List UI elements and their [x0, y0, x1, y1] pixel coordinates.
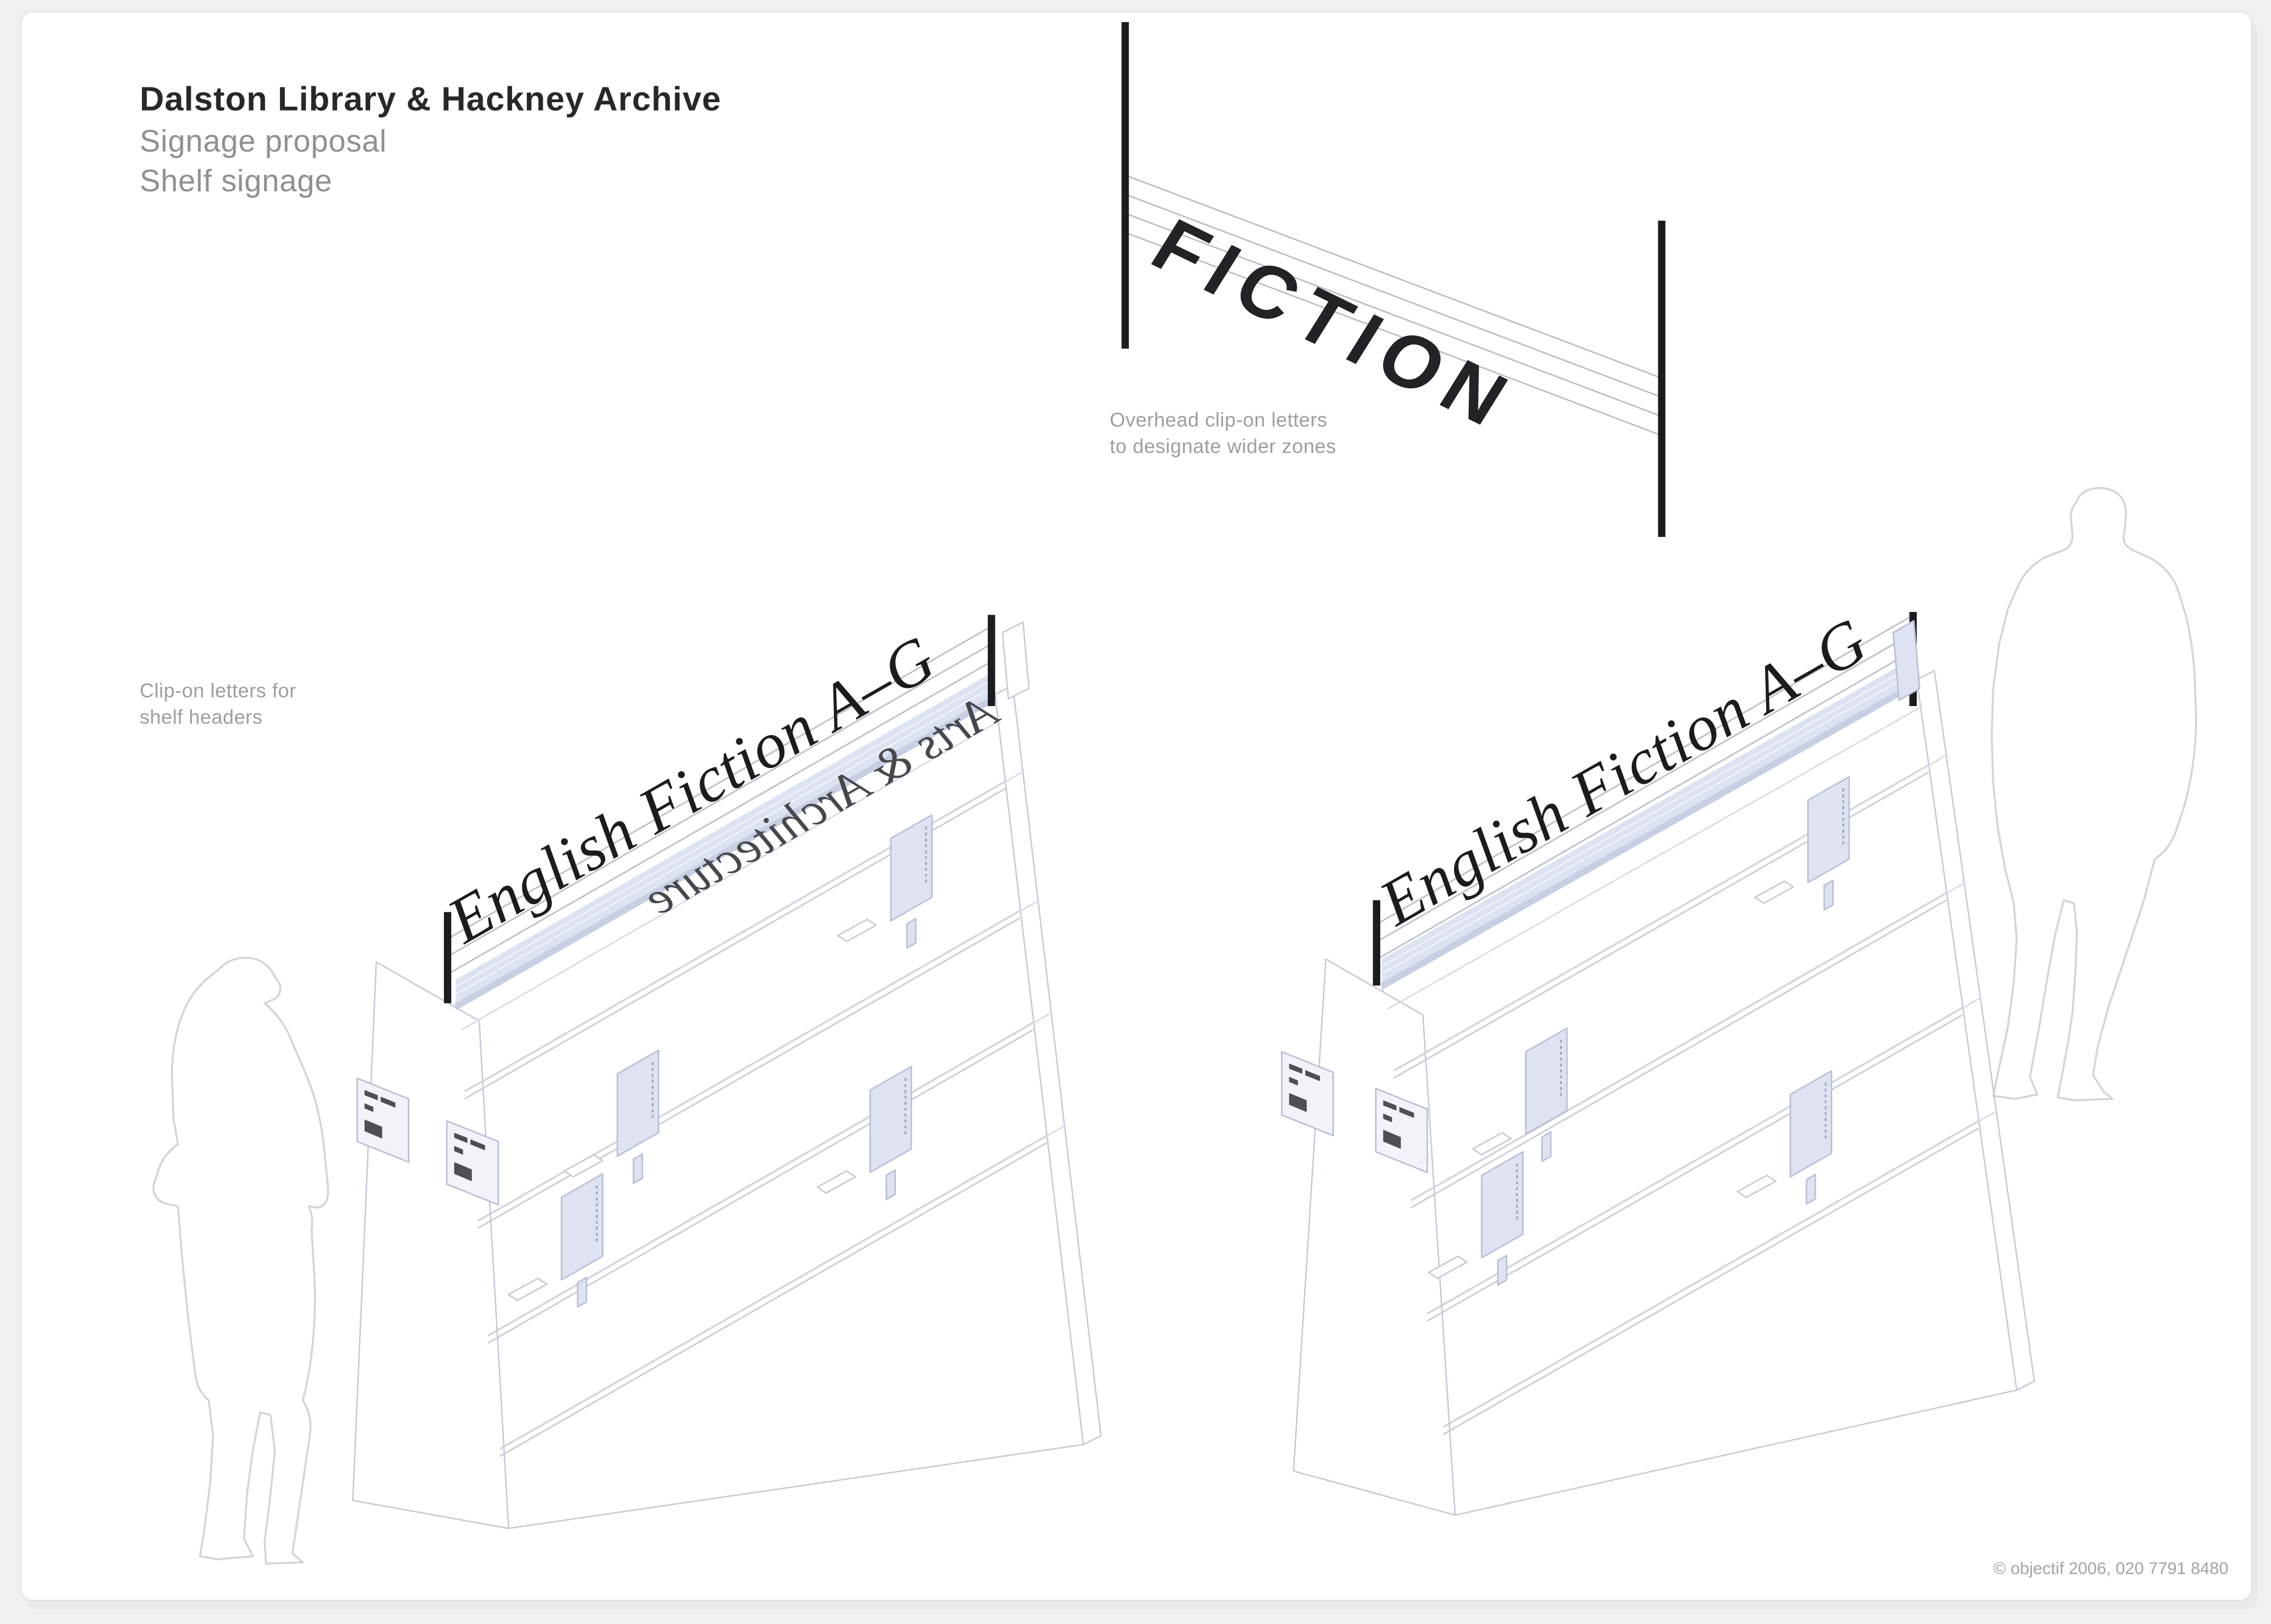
shelf-sign-post-left	[1373, 900, 1381, 986]
sign-wire	[1128, 175, 1666, 380]
shelf-sign-wire	[1377, 649, 1914, 960]
endcap-card	[1375, 1088, 1428, 1173]
sign-board-edge	[461, 720, 1000, 1031]
sign-post-left	[1121, 22, 1129, 349]
sign-board-edge	[1387, 705, 1924, 1010]
endcap-card	[446, 1120, 499, 1206]
shelf-caption: Clip-on letters for shelf headers	[140, 679, 296, 728]
endcap-cards	[356, 1077, 499, 1206]
end-panel-top	[1002, 621, 1030, 700]
page-title: Dalston Library & Hackney Archive	[140, 79, 722, 118]
shelf-sign-band-edge	[455, 694, 995, 1011]
right-bookshelf-drawing: English Fiction A–G	[1281, 604, 2035, 1516]
shelf-sign-wire	[447, 661, 991, 975]
book-dividers	[1428, 776, 1850, 1286]
book-dividers	[508, 814, 933, 1308]
overhead-sign-caption-line1: Overhead clip-on letters	[1110, 409, 1327, 431]
endcap-card	[1281, 1051, 1334, 1136]
shelf-sign-band-edge	[1381, 679, 1917, 991]
bookshelf-side-panel	[1293, 958, 1456, 1516]
person-silhouette-left	[152, 956, 329, 1565]
shelf-sign-wire	[1377, 632, 1914, 942]
shelf-sign-post-right	[987, 615, 995, 706]
sign-wire	[1128, 214, 1666, 419]
overhead-sign-caption-line2: to designate wider zones	[1110, 435, 1336, 458]
footer-credit: © objectif 2006, 020 7791 8480	[1993, 1559, 2228, 1578]
sign-wire	[1128, 233, 1666, 438]
shelf-sign-band	[1381, 656, 1917, 983]
shelf-caption-line2: shelf headers	[140, 706, 262, 728]
endcap-card	[356, 1077, 410, 1163]
sign-post-right	[1658, 220, 1666, 537]
shelf-sign-band	[455, 670, 995, 1004]
sign-wire	[1128, 195, 1666, 400]
title-block: Dalston Library & Hackney Archive Signag…	[140, 79, 722, 198]
shelf-caption-line1: Clip-on letters for	[140, 679, 296, 702]
page-subtitle: Signage proposal	[140, 124, 387, 158]
bookshelf-end-edge	[1916, 669, 2035, 1391]
shelf-sign-wire	[447, 643, 991, 957]
person-silhouette-right	[1991, 486, 2197, 1102]
shelf-sign-post-left	[443, 912, 451, 1004]
page-section-label: Shelf signage	[140, 163, 332, 198]
shelf-sign-wire	[447, 626, 991, 939]
shelf-sign-wire	[1377, 614, 1914, 925]
bookshelf-end-edge	[995, 684, 1102, 1445]
endcap-cards	[1281, 1051, 1428, 1173]
end-panel-top	[1892, 620, 1921, 701]
